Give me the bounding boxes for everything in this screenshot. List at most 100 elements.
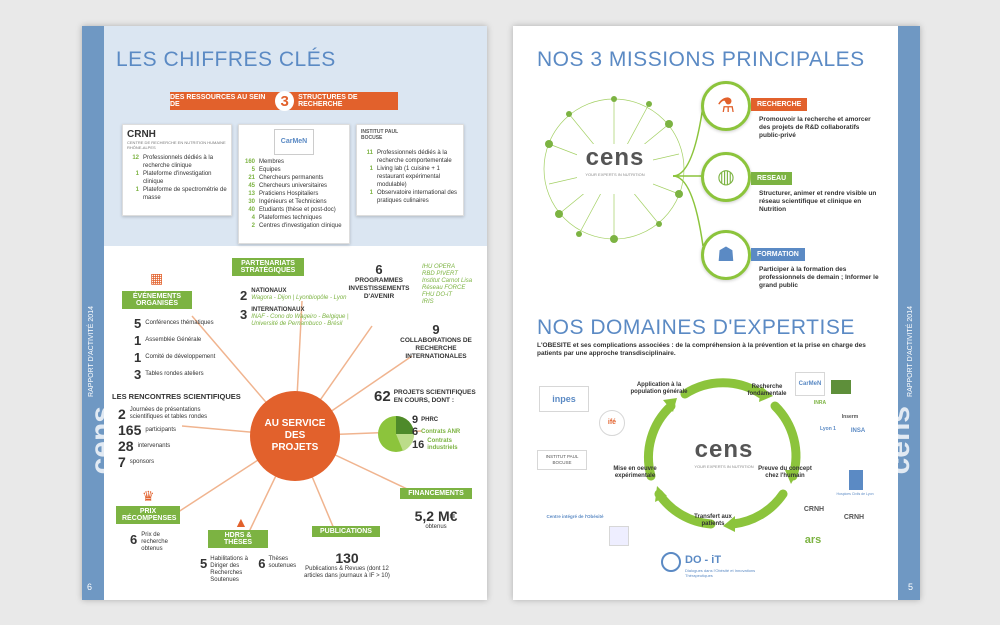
left-spine [82,26,104,600]
logo-ars: ars [799,534,827,552]
events-badge: ÉVÉNEMENTS ORGANISÉS [122,291,192,309]
prix-badge: PRIX RÉCOMPENSES [116,506,180,524]
mission-label-recherche: RECHERCHE [751,98,808,111]
logo-inserm: Inserm [837,414,863,424]
structure-card-crnh: CRNH CENTRE DE RECHERCHE EN NUTRITION HU… [122,124,232,216]
publications-block: 130 Publications & Revues (dont 12 artic… [304,550,390,579]
mission-label-reseau: RESEAU [751,172,793,185]
cycle-step-application: Application à la population générale [630,382,688,395]
left-page: cens RAPPORT D'ACTIVITÉ 2014 6 LES CHIFF… [82,26,487,600]
list-item: FHU DO-iT [422,292,452,298]
cycle-step-transfert: Transfert aux patients [694,514,732,527]
cycle-step-recherche: Recherche fondamentale [747,384,787,397]
cycle-step-preuve: Preuve du concept chez l'humain [758,466,812,479]
cens-logo-missions: cens YOUR EXPERTS IN NUTRITION [577,144,653,194]
publications-badge: PUBLICATIONS [312,526,380,537]
logo-carmen: CarMeN [795,372,825,396]
list-item: RBD PIVERT [422,271,458,277]
page-title: LES CHIFFRES CLÉS [116,48,336,71]
spine-report: RAPPORT D'ACTIVITÉ 2014 [907,306,914,397]
list-item: Institut Carnot Lisa [422,278,473,284]
financements-badge: FINANCEMENTS [400,488,472,499]
right-page: cens RAPPORT D'ACTIVITÉ 2014 5 NOS 3 MIS… [513,26,920,600]
logo-doit-sub: Dialogues dans l'Obésité et Innovations … [685,568,756,578]
logo-lyon1: Lyon 1 [813,426,843,438]
programmes-block: 6 PROGRAMMES INVESTISSEMENTS D'AVENIR [348,262,410,300]
expertise-title: NOS DOMAINES D'EXPERTISE [537,316,855,339]
cycle-ring [644,378,801,532]
page-number: 5 [907,582,913,592]
right-spine [898,26,920,600]
doit-icon [661,552,681,572]
list-item: Réseau FORCE [422,285,466,291]
rencontres-title: LES RENCONTRES SCIENTIFIQUES [112,392,241,401]
projets-block: 62 PROJETS SCIENTIFIQUES EN COURS, DONT … [374,388,476,405]
logo-insa: INSA [843,428,873,440]
programmes-list: IHU OPERA RBD PIVERT Institut Carnot Lis… [422,264,482,306]
logo-doit: DO - iT [685,554,722,566]
cens-logo-cycle: cens YOUR EXPERTS IN NUTRITION [694,436,754,469]
crnh-logo-sub: CENTRE DE RECHERCHE EN NUTRITION HUMAINE… [127,140,226,150]
crnh-logo: CRNH [127,129,156,140]
center-circle: AU SERVICE DES PROJETS [250,391,340,481]
globe-icon: ◍ [701,152,751,202]
logo-crnh-2: CRNH [837,514,871,530]
logo-bocuse: INSTITUT PAUL BOCUSE [537,450,587,470]
partenariats-badge: PARTENARIATS STRATÉGIQUES [232,258,304,276]
mission-label-formation: FORMATION [751,248,805,261]
projets-pie [378,416,415,452]
teacher-icon: ☗ [701,230,751,280]
microscope-icon: ⚗ [701,81,751,131]
logo-inpes: inpes [539,386,589,412]
subtitle-pre: DES RESSOURCES AU SEIN DE [170,94,266,108]
marianne-logo [609,526,629,546]
logo-centre-obesite: Centre intégré de l'Obésité [543,510,607,524]
hdr-badge: HDRS & THÈSES [208,530,268,548]
carmen-logo: CarMeN [274,129,314,155]
mission-text-reseau: Structurer, animer et rendre visible un … [759,190,877,213]
subtitle-post: STRUCTURES DE RECHERCHE [298,94,358,108]
graduation-cap-icon: ▲ [234,514,248,530]
missions-title: NOS 3 MISSIONS PRINCIPALES [537,48,865,71]
expertise-intro: L'OBESITE et ses complications associées… [537,342,866,357]
subtitle-banner: DES RESSOURCES AU SEIN DE 3 STRUCTURES D… [170,91,398,111]
mission-text-formation: Participer à la formation des profession… [759,266,879,289]
logo-hcl: Hospices Civils de Lyon [833,492,877,500]
cycle-step-mise-en-oeuvre: Mise en oeuvre expérimentale [613,466,657,479]
list-item: IHU OPERA [422,264,456,270]
